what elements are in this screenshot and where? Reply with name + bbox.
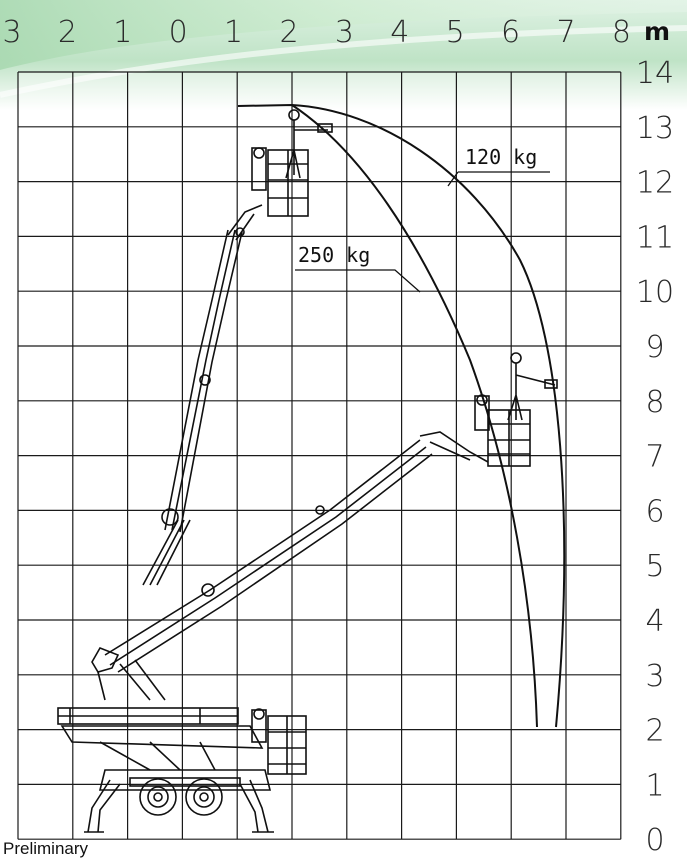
horizontal-scale-label: 7 — [556, 15, 575, 50]
vertical-scale-label: 1 — [645, 768, 664, 803]
horizontal-scale-label: 3 — [2, 15, 21, 50]
vertical-scale-label: 2 — [645, 714, 664, 749]
horizontal-scale-label: 4 — [390, 15, 409, 50]
horizontal-scale-label: 0 — [169, 15, 188, 50]
vertical-scale-label: 0 — [645, 823, 664, 858]
horizontal-scale-label: 8 — [612, 15, 631, 50]
vertical-scale-label: 4 — [645, 604, 664, 639]
horizontal-unit: m — [644, 17, 670, 46]
vertical-scale-label: 9 — [645, 330, 664, 365]
header-band — [0, 0, 687, 112]
envelope-120kg — [291, 104, 566, 728]
vertical-scale-label: 6 — [645, 494, 664, 529]
horizontal-scale-label: 3 — [335, 15, 354, 50]
horizontal-scale-label: 2 — [279, 15, 298, 50]
horizontal-scale-label: 1 — [113, 15, 132, 50]
machine-raised-position — [142, 109, 333, 586]
vertical-scale-label: 14 — [636, 56, 674, 91]
footnote: Preliminary — [3, 839, 89, 858]
vertical-scale-label: 3 — [645, 659, 664, 694]
vertical-scale-label: 10 — [636, 275, 674, 310]
horizontal-scale-label: 1 — [224, 15, 243, 50]
horizontal-scale: 3 2 1 0 1 2 3 4 5 6 7 8 — [2, 15, 630, 50]
reach-envelope — [237, 103, 566, 728]
horizontal-scale-label: 5 — [446, 15, 465, 50]
machine-stowed-position — [57, 707, 307, 833]
vertical-scale-label: 13 — [636, 111, 674, 146]
vertical-scale-label: 8 — [645, 385, 664, 420]
vertical-scale-label: 7 — [645, 440, 664, 475]
envelope-250kg — [237, 103, 538, 728]
horizontal-scale-label: 6 — [501, 15, 520, 50]
vertical-scale-label: 11 — [636, 220, 674, 255]
vertical-scale-label: 5 — [645, 549, 664, 584]
machine-outreach-position — [91, 352, 558, 701]
leader-250kg — [295, 269, 421, 293]
label-250kg: 250 kg — [298, 243, 370, 267]
vertical-scale-label: 12 — [636, 166, 674, 201]
horizontal-scale-label: 2 — [58, 15, 77, 50]
leader-120kg — [447, 171, 550, 187]
grid — [17, 71, 622, 840]
label-120kg: 120 kg — [465, 145, 537, 169]
